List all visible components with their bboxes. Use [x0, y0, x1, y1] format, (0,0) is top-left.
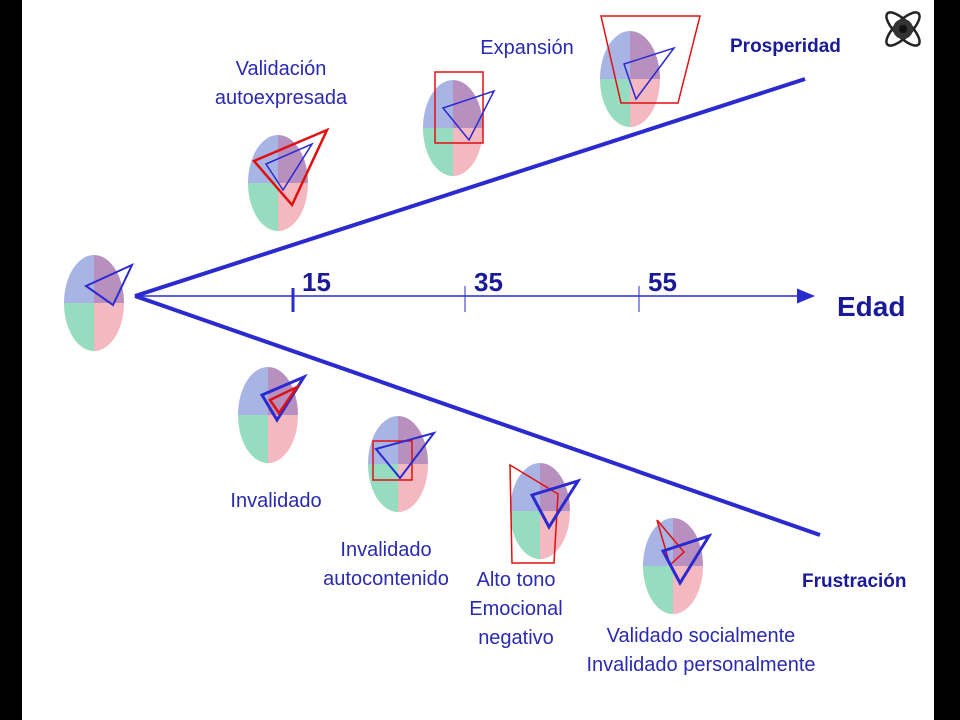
label-autocontenido-1: Invalidado — [340, 539, 431, 561]
alto-tono-red-shape — [509, 463, 559, 564]
branch-label-prosperity: Prosperidad — [730, 36, 841, 57]
stage-labels: Validación autoexpresada Expansión Inval… — [215, 37, 816, 676]
oval-autocontenido — [368, 416, 428, 512]
oval-validado — [643, 518, 703, 614]
label-alto-tono-2: Emocional — [469, 598, 562, 620]
frustration-branch-line — [134, 294, 821, 537]
label-validado-2: Invalidado personalmente — [586, 654, 815, 676]
tick-label-55: 55 — [648, 267, 677, 297]
validacion-red-triangle — [251, 127, 330, 208]
prosperity-branch-line — [134, 77, 806, 298]
branch-label-frustration: Frustración — [802, 571, 907, 592]
validado-blue-triangle — [660, 533, 713, 587]
axis-label: Edad — [837, 291, 905, 322]
label-validacion-1: Validación — [236, 58, 327, 80]
oval-expansion — [423, 80, 483, 176]
invalidado-red-triangle — [268, 383, 301, 416]
prosperidad-blue-triangle — [623, 46, 676, 101]
label-expansion: Expansión — [480, 37, 573, 59]
tick-label-35: 35 — [474, 267, 503, 297]
oval-invalidado — [238, 367, 298, 463]
alto-tono-blue-triangle — [529, 478, 582, 530]
label-autocontenido-2: autocontenido — [323, 568, 449, 590]
autocontenido-blue-triangle — [374, 431, 437, 480]
stage-ovals — [64, 31, 703, 614]
label-validado-1: Validado socialmente — [607, 625, 796, 647]
slide: 15 35 55 Edad Prosperidad Frustración — [22, 0, 934, 720]
tick-label-15: 15 — [302, 267, 331, 297]
shape-overlays — [83, 15, 713, 587]
atom-icon — [885, 11, 921, 47]
label-alto-tono-3: negativo — [478, 627, 554, 649]
expansion-red-square — [434, 71, 484, 144]
validado-red-shape — [656, 519, 686, 567]
personality-diagram: 15 35 55 Edad Prosperidad Frustración — [64, 11, 921, 676]
prosperidad-red-trapezoid — [600, 15, 701, 104]
label-alto-tono-1: Alto tono — [477, 569, 556, 591]
label-validacion-2: autoexpresada — [215, 87, 348, 109]
label-invalidado: Invalidado — [230, 490, 321, 512]
expansion-blue-triangle — [441, 89, 496, 142]
origin-blue-triangle — [83, 262, 135, 307]
validacion-blue-triangle — [264, 142, 314, 192]
oval-validacion — [248, 135, 308, 231]
